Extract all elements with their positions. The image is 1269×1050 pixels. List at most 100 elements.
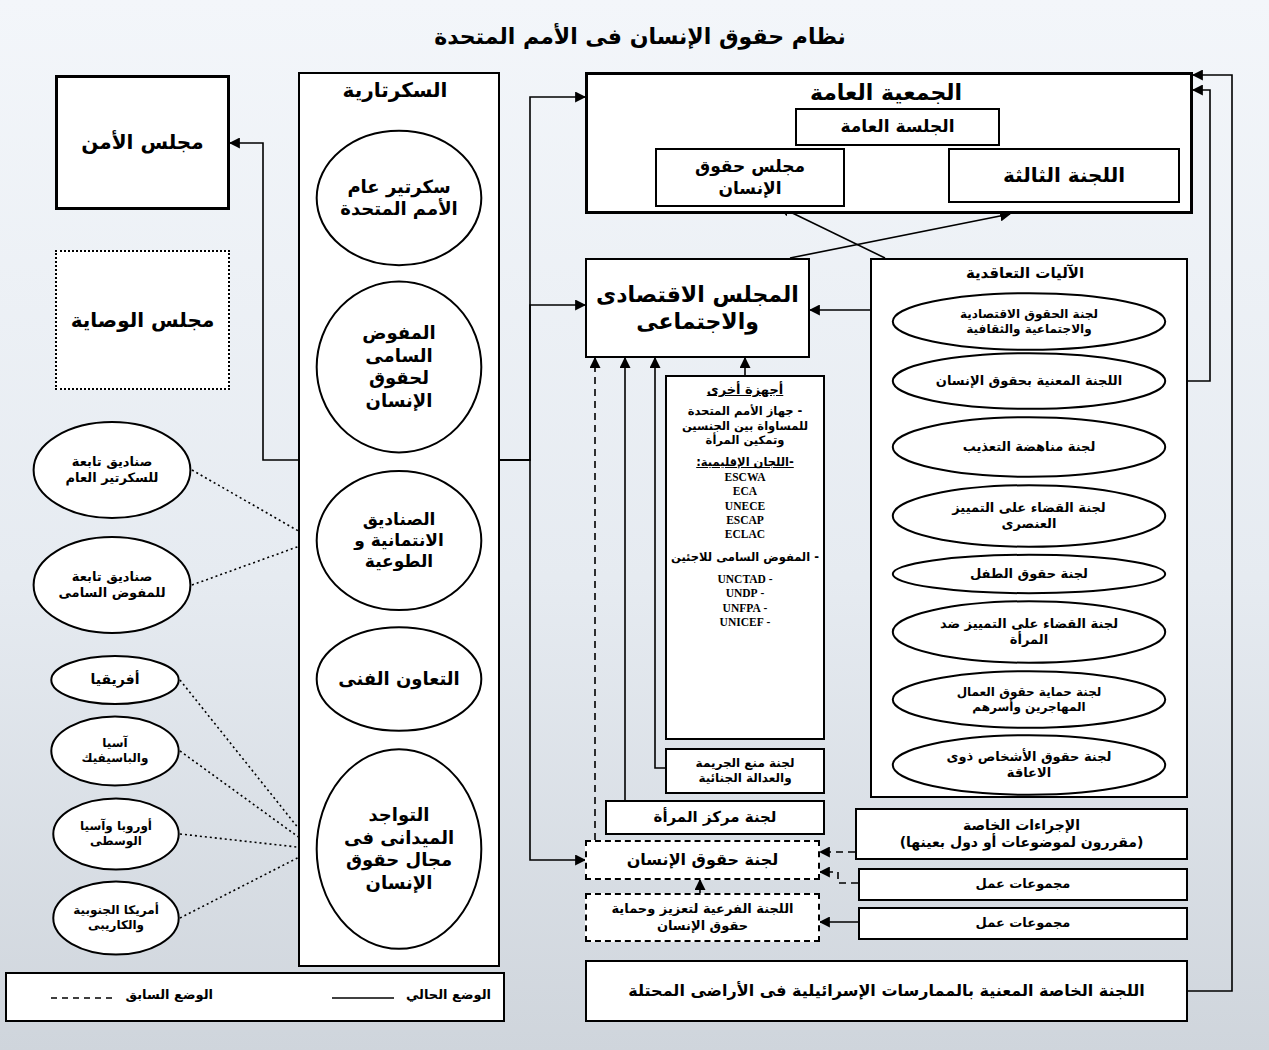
connector — [820, 872, 858, 883]
node-label: لجنة حقوق الأشخاص ذوى الاعاقة — [926, 749, 1132, 782]
org-box: مجلس الأمن — [55, 75, 230, 210]
ellipse-shape — [893, 735, 1165, 795]
connector — [180, 680, 315, 849]
ellipse-shape — [893, 601, 1165, 662]
org-box: اللجنة الفرعية لتعزيز وحماية حقوق الإنسا… — [585, 893, 820, 942]
connector — [192, 470, 315, 541]
legend-line-sample — [328, 984, 398, 1004]
node-detail: UNECE — [725, 499, 765, 513]
node-detail: ESCWA — [725, 470, 766, 484]
connector — [744, 358, 746, 375]
legend-box: الوضع الحاليالوضع السابق — [5, 972, 505, 1022]
node-label: لجنة القضاء على التمييز العنصرى — [926, 500, 1132, 533]
ellipse-node: لجنة القضاء على التمييز ضد المرأة — [890, 600, 1168, 664]
ellipse-node: أمريكا الجنوبية والكاريبى — [52, 880, 180, 956]
node-label: مجلس حقوق الإنسان — [661, 156, 839, 199]
node-label: اللجنة الخاصة المعنية بالممارسات الإسرائ… — [628, 981, 1144, 1001]
node-detail: - جهاز الأمم المتحدة للمساواة بين الجنسي… — [671, 404, 819, 447]
ellipse-shape — [893, 417, 1165, 477]
ellipse-shape — [893, 353, 1165, 409]
node-detail: (مقررون لموضوعات أو دول بعينها) — [900, 834, 1144, 852]
node-detail: - UNCTAD — [717, 572, 772, 586]
ellipse-node: آسيا والباسيفيك — [50, 715, 180, 787]
node-label: لجنة حقوق الإنسان — [627, 850, 779, 870]
ellipse-node: صناديق تابعة للمفوض السامى — [32, 535, 192, 635]
ellipse-node: أفريقيا — [50, 655, 180, 705]
ellipse-shape — [53, 882, 178, 955]
connector — [192, 541, 315, 586]
node-label: لجنة الحقوق الاقتصادية والاجتماعية والثق… — [926, 307, 1132, 337]
node-label: صناديق تابعة للسكرتير العام — [53, 454, 171, 487]
node-label: مجموعات عمل — [976, 876, 1071, 892]
ellipse-node: صناديق تابعة للسكرتير العام — [32, 420, 192, 520]
org-box: أجهزة أخرى - جهاز الأمم المتحدة للمساواة … — [665, 375, 825, 740]
node-label: الجمعية العامة — [588, 79, 1184, 107]
node-label: أوروبا وآسيا الوسطى — [69, 819, 164, 849]
node-detail: - UNICEF — [720, 615, 771, 629]
ellipse-node: المفوض السامى لحقوق الإنسان — [315, 278, 483, 456]
connector — [780, 207, 885, 258]
connector — [500, 97, 585, 460]
node-label: مجلس الأمن — [81, 130, 203, 155]
connector — [230, 143, 298, 460]
ellipse-node: سكرتير عام الأمم المتحدة — [315, 128, 483, 268]
connector — [180, 751, 315, 849]
node-label: أفريقيا — [91, 671, 140, 689]
node-label: آسيا والباسيفيك — [67, 736, 163, 766]
connector — [180, 849, 315, 918]
node-label: لجنة حقوق الطفل — [970, 566, 1088, 582]
legend-line — [332, 997, 394, 999]
node-detail: - UNDP — [726, 586, 765, 600]
node-label: اللجنة الفرعية لتعزيز وحماية حقوق الإنسا… — [591, 901, 814, 934]
ellipse-node: لجنة القضاء على التمييز العنصرى — [890, 484, 1168, 548]
connector — [624, 358, 626, 800]
ellipse-shape — [893, 555, 1165, 593]
node-label: لجنة مركز المرأة — [654, 808, 777, 827]
ellipse-node: لجنة مناهضة التعذيب — [890, 416, 1168, 478]
ellipse-node: لجنة حقوق الأشخاص ذوى الاعاقة — [890, 734, 1168, 796]
node-label: أمريكا الجنوبية والكاريبى — [69, 903, 164, 933]
org-box: الإجراءات الخاصة(مقررون لموضوعات أو دول … — [855, 808, 1188, 860]
node-detail: ECLAC — [725, 527, 765, 541]
diagram-title: نظام حقوق الإنسان فى الأمم المتحدة — [330, 24, 950, 49]
node-label: مجلس الوصاية — [71, 308, 215, 333]
legend-item: الوضع الحالي — [328, 984, 491, 1004]
node-label: المفوض السامى لحقوق الإنسان — [337, 322, 461, 412]
node-label: صناديق تابعة للمفوض السامى — [53, 569, 171, 602]
ellipse-node: التواجد الميدانى فى مجال حقوق الإنسان — [315, 745, 483, 953]
node-label: لجنة منع الجريمة والعدالة الجنائية — [671, 756, 819, 786]
org-box: المجلس الاقتصادى والاجتماعى — [585, 258, 810, 358]
ellipse-shape — [51, 656, 178, 704]
node-label: السكرتارية — [300, 78, 490, 103]
ellipse-shape — [317, 749, 482, 949]
connector — [655, 358, 665, 768]
org-box: اللجنة الخاصة المعنية بالممارسات الإسرائ… — [585, 960, 1188, 1022]
connector — [699, 880, 701, 893]
org-box: لجنة حقوق الإنسان — [585, 840, 820, 880]
connector — [790, 214, 1010, 258]
node-label: التواجد الميدانى فى مجال حقوق الإنسان — [337, 804, 461, 894]
ellipse-shape — [317, 282, 482, 453]
node-label: الجلسة العامة — [841, 116, 955, 137]
ellipse-shape — [317, 131, 482, 265]
ellipse-node: التعاون الفنى — [315, 625, 483, 733]
node-label: المجلس الاقتصادى والاجتماعى — [591, 281, 804, 336]
ellipse-node: لجنة حماية حقوق العمال المهاجرين وأسرهم — [890, 670, 1168, 729]
ellipse-node: لجنة حقوق الطفل — [890, 554, 1168, 594]
ellipse-node: الصناديق الانتمانية و الطوعية — [315, 468, 483, 613]
group-box: السكرتارية سكرتير عام الأمم المتحدة المفوض… — [298, 72, 500, 967]
node-label: اللجنة المعنية بحقوق الإنسان — [936, 373, 1122, 389]
ellipse-node: لجنة الحقوق الاقتصادية والاجتماعية والثق… — [890, 292, 1168, 351]
node-label: لجنة حماية حقوق العمال المهاجرين وأسرهم — [926, 685, 1132, 715]
ellipse-shape — [893, 485, 1165, 546]
legend-line — [51, 997, 113, 999]
node-label: الصناديق الانتمانية و الطوعية — [337, 509, 461, 573]
org-box: مجموعات عمل — [858, 907, 1188, 940]
ellipse-shape — [53, 798, 178, 869]
ellipse-node: اللجنة المعنية بحقوق الإنسان — [890, 352, 1168, 410]
org-box: مجلس حقوق الإنسان — [655, 148, 845, 207]
ellipse-shape — [34, 537, 191, 633]
ellipse-shape — [51, 716, 178, 785]
connector — [820, 851, 855, 853]
node-label: أجهزة أخرى — [707, 382, 784, 398]
